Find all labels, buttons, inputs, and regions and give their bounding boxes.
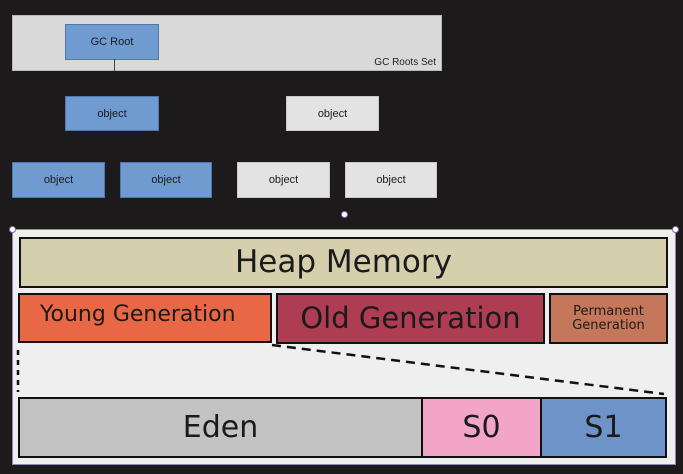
resize-handle-top-right[interactable]	[672, 226, 679, 233]
gc-root-node: GC Root	[65, 24, 159, 60]
permanent-generation-block: Permanent Generation	[549, 293, 668, 344]
heap-memory-title: Heap Memory	[19, 237, 668, 288]
rotate-handle[interactable]	[341, 211, 348, 218]
old-generation-block: Old Generation	[276, 293, 545, 344]
object-node-unreachable: object	[237, 162, 330, 198]
root-connector-line	[114, 59, 115, 71]
object-node-reachable: object	[120, 162, 212, 198]
survivor-s1-block: S1	[540, 397, 667, 458]
young-generation-block: Young Generation	[18, 293, 272, 343]
object-node-reachable: object	[65, 96, 159, 131]
object-node-unreachable: object	[345, 162, 437, 198]
object-node-unreachable: object	[286, 96, 379, 131]
resize-handle-top-left[interactable]	[9, 226, 16, 233]
object-node-reachable: object	[12, 162, 105, 198]
gc-roots-set-label: GC Roots Set	[374, 57, 436, 68]
survivor-s0-block: S0	[421, 397, 542, 458]
eden-space-block: Eden	[18, 397, 423, 458]
